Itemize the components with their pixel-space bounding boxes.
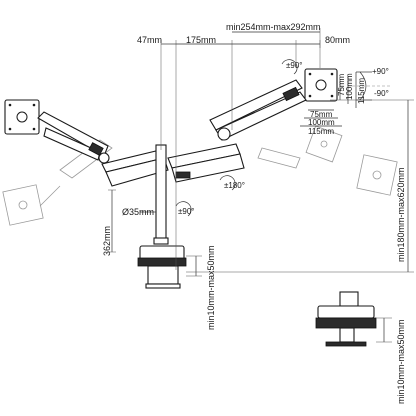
label-80mm: 80mm [325,35,350,45]
label-grommet-range: min10mm-max50mm [396,319,406,404]
label-h100: 100mm [308,118,335,127]
label-175mm: 175mm [186,35,216,45]
rotation-arc-top [281,59,298,75]
label-h115: 115mm [308,127,334,136]
left-gas-spring-arm [37,111,110,164]
right-vesa-plate [304,68,338,102]
pole [153,144,169,245]
label-47mm: 47mm [137,35,162,45]
label-height-range: min180mm-max620mm [396,167,406,262]
desk-clamp [137,245,187,289]
right-horizontal-arm [167,143,245,183]
label-rotation-180: ±180° [224,181,245,190]
left-vesa-plate [4,99,40,135]
grommet-mount [315,291,377,347]
label-v75: 75mm [337,73,346,96]
label-rotation-90: ±90° [178,207,195,216]
label-rotation-top: ±90° [286,61,303,70]
label-v100: 100mm [345,73,354,100]
ghost-left-vesa-plate [2,184,44,226]
label-v115: 115mm [357,78,366,104]
label-h75: 75mm [310,110,333,119]
label-clamp-range: min10mm-max50mm [206,245,216,330]
ghost-right-tilted-plate [305,125,343,163]
left-horizontal-arm [101,149,169,187]
right-gas-spring-arm [209,79,307,141]
rotation-arc-90 [175,201,192,217]
label-tilt-plus: +90° [372,67,389,76]
label-254-292mm: min254mm-max292mm [226,22,321,32]
ghost-right-vesa-plate [356,154,398,196]
label-tilt-minus: -90° [374,89,389,98]
label-362mm: 362mm [102,226,112,256]
label-pole-diameter: Ø35mm [122,207,154,217]
rotation-arc-180 [219,175,236,191]
ghost-right-arm [257,147,301,169]
